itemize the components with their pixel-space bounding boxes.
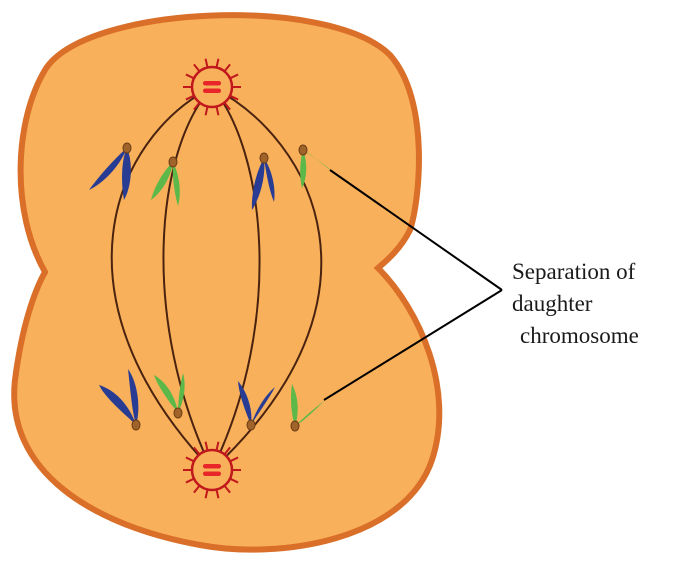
centromere-top-3	[259, 152, 269, 164]
label-pointer-lines	[323, 169, 503, 401]
chromatid-bottom-1-left	[99, 385, 136, 425]
chromosome-bottom-4	[290, 384, 325, 432]
chromatid-bottom-2-left	[154, 375, 178, 413]
centriole-top-1	[203, 81, 221, 86]
centrosome-ray	[185, 73, 195, 80]
daughter-chromosomes-top	[89, 142, 335, 210]
centrosome-ray	[229, 94, 239, 101]
centrosome-ray	[193, 446, 201, 455]
centrosome-ray	[193, 485, 201, 494]
centrosome-ray	[185, 477, 195, 484]
chromosome-top-1	[89, 142, 132, 200]
centrosome-top-body	[190, 65, 234, 109]
chromosome-bottom-2	[154, 373, 185, 419]
chromatid-top-3-left	[251, 158, 265, 210]
centrosome-ray	[185, 456, 195, 463]
pointer-line-top	[329, 169, 503, 291]
centrosome-ray	[223, 485, 231, 494]
chromosome-bottom-1	[99, 369, 141, 431]
chromosome-top-2	[151, 156, 180, 206]
daughter-chromosomes-bottom	[99, 369, 325, 432]
chromosome-bottom-3	[238, 381, 275, 431]
centrosome-ray	[229, 73, 239, 80]
chromatid-top-2-right	[172, 162, 180, 206]
chromatid-top-1-right	[122, 148, 131, 200]
centrosome-ray	[223, 446, 231, 455]
centriole-top-2	[203, 88, 221, 93]
centrosome-ray	[215, 441, 220, 451]
label-line-2: daughter	[512, 291, 593, 316]
centrosome-ray	[215, 106, 220, 116]
spindle-fiber-outer-right	[211, 86, 323, 471]
spindle-fiber-outer-left	[110, 86, 213, 471]
centrosome-bottom-body	[190, 448, 234, 492]
centromere-bottom-1	[131, 419, 141, 431]
centrosome-top-rays	[183, 58, 241, 116]
centromere-top-4	[298, 144, 308, 156]
chromatid-bottom-4-right	[295, 400, 325, 426]
centrosome-ray	[223, 102, 231, 111]
centromere-top-2	[168, 156, 178, 168]
centrosome-ray	[229, 456, 239, 463]
chromatid-top-1-left	[89, 148, 127, 190]
centrosome-ray	[229, 477, 239, 484]
chromatid-bottom-2-right	[178, 373, 185, 413]
separation-label: Separation of daughter chromosome	[512, 256, 690, 352]
chromatid-top-2-left	[151, 162, 173, 200]
centriole-bottom-2	[203, 471, 221, 476]
centrosome-top	[183, 58, 241, 116]
chromosome-top-3	[251, 152, 275, 210]
centrosome-bottom	[183, 441, 241, 499]
label-line-1: Separation of	[512, 259, 636, 284]
chromosome-top-4	[298, 144, 335, 188]
centromere-top-1	[122, 142, 132, 154]
spindle-fiber-inner-left	[162, 86, 213, 471]
centromere-bottom-2	[173, 407, 183, 419]
chromatid-bottom-3-right	[251, 387, 275, 425]
spindle-fiber-inner-right	[211, 86, 261, 471]
chromatid-top-3-right	[264, 158, 275, 202]
cell-membrane	[11, 12, 443, 553]
chromatid-bottom-1-right	[128, 369, 139, 425]
centrosome-ray	[185, 94, 195, 101]
centrosome-ray	[204, 489, 209, 499]
centromere-bottom-4	[290, 420, 300, 432]
centrosome-ray	[223, 63, 231, 72]
centrosome-ray	[204, 106, 209, 116]
chromatid-top-4-left	[300, 150, 307, 188]
centrosome-ray	[204, 58, 209, 68]
centrosome-bottom-rays	[183, 441, 241, 499]
centriole-bottom-1	[203, 464, 221, 469]
centromere-bottom-3	[246, 419, 256, 431]
centrosome-ray	[193, 63, 201, 72]
chromatid-bottom-3-left	[238, 381, 252, 425]
label-line-3: chromosome	[520, 323, 639, 348]
centrosome-ray	[215, 489, 220, 499]
spindle-fibers	[110, 86, 323, 471]
pointer-line-bottom	[323, 289, 503, 401]
centrosome-ray	[215, 58, 220, 68]
centrosome-ray	[193, 102, 201, 111]
centrosome-ray	[204, 441, 209, 451]
chromatid-bottom-4-left	[291, 384, 298, 426]
